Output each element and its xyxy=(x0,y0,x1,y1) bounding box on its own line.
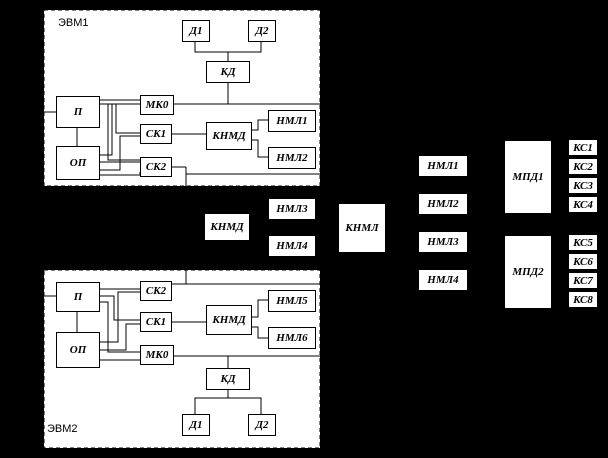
ext-knml: КНМЛ xyxy=(338,203,386,253)
channel-ks1: КС1 xyxy=(568,139,598,156)
evm1-sk2: СК2 xyxy=(140,157,172,177)
evm2-processor: П xyxy=(56,282,100,312)
tape-nml2: НМЛ2 xyxy=(418,193,468,215)
evm1-nml2: НМЛ2 xyxy=(268,147,316,169)
evm2-drive-d1: Д1 xyxy=(182,414,210,436)
tape-nml4: НМЛ4 xyxy=(418,269,468,291)
evm2-sk1: СК1 xyxy=(140,312,172,332)
evm2-mk0: МК0 xyxy=(140,345,174,365)
evm2-disk-controller: КД xyxy=(206,368,250,390)
evm1-processor: П xyxy=(56,96,100,128)
channel-ks3: КС3 xyxy=(568,177,598,194)
evm1-knmd: КНМД xyxy=(206,122,252,150)
tape-nml3: НМЛ3 xyxy=(418,231,468,253)
mpd1: МПД1 xyxy=(504,140,552,214)
evm1-drive-d1: Д1 xyxy=(182,20,210,42)
mpd2: МПД2 xyxy=(504,235,552,309)
evm2-label: ЭВМ2 xyxy=(47,423,78,435)
evm2-nml5: НМЛ5 xyxy=(268,290,316,312)
evm1-drive-d2: Д2 xyxy=(248,20,276,42)
evm1-mk0: МК0 xyxy=(140,95,174,115)
evm1-nml1: НМЛ1 xyxy=(268,110,316,132)
channel-ks7: КС7 xyxy=(568,272,598,289)
channel-ks2: КС2 xyxy=(568,158,598,175)
evm2-memory: ОП xyxy=(56,332,100,368)
evm1-sk1: СК1 xyxy=(140,124,172,144)
evm1-disk-controller: КД xyxy=(206,61,250,83)
channel-ks6: КС6 xyxy=(568,253,598,270)
tape-nml1: НМЛ1 xyxy=(418,155,468,177)
channel-ks5: КС5 xyxy=(568,234,598,251)
evm2-nml6: НМЛ6 xyxy=(268,327,316,349)
ext-nml4: НМЛ4 xyxy=(268,235,316,257)
evm1-memory: ОП xyxy=(56,146,100,180)
channel-ks8: КС8 xyxy=(568,291,598,308)
evm2-knmd: КНМД xyxy=(206,305,252,335)
evm1-label: ЭВМ1 xyxy=(58,17,89,29)
ext-knmd: КНМД xyxy=(204,213,250,241)
channel-ks4: КС4 xyxy=(568,196,598,213)
evm2-drive-d2: Д2 xyxy=(248,414,276,436)
ext-nml3: НМЛ3 xyxy=(268,198,316,220)
evm2-sk2: СК2 xyxy=(140,281,172,301)
